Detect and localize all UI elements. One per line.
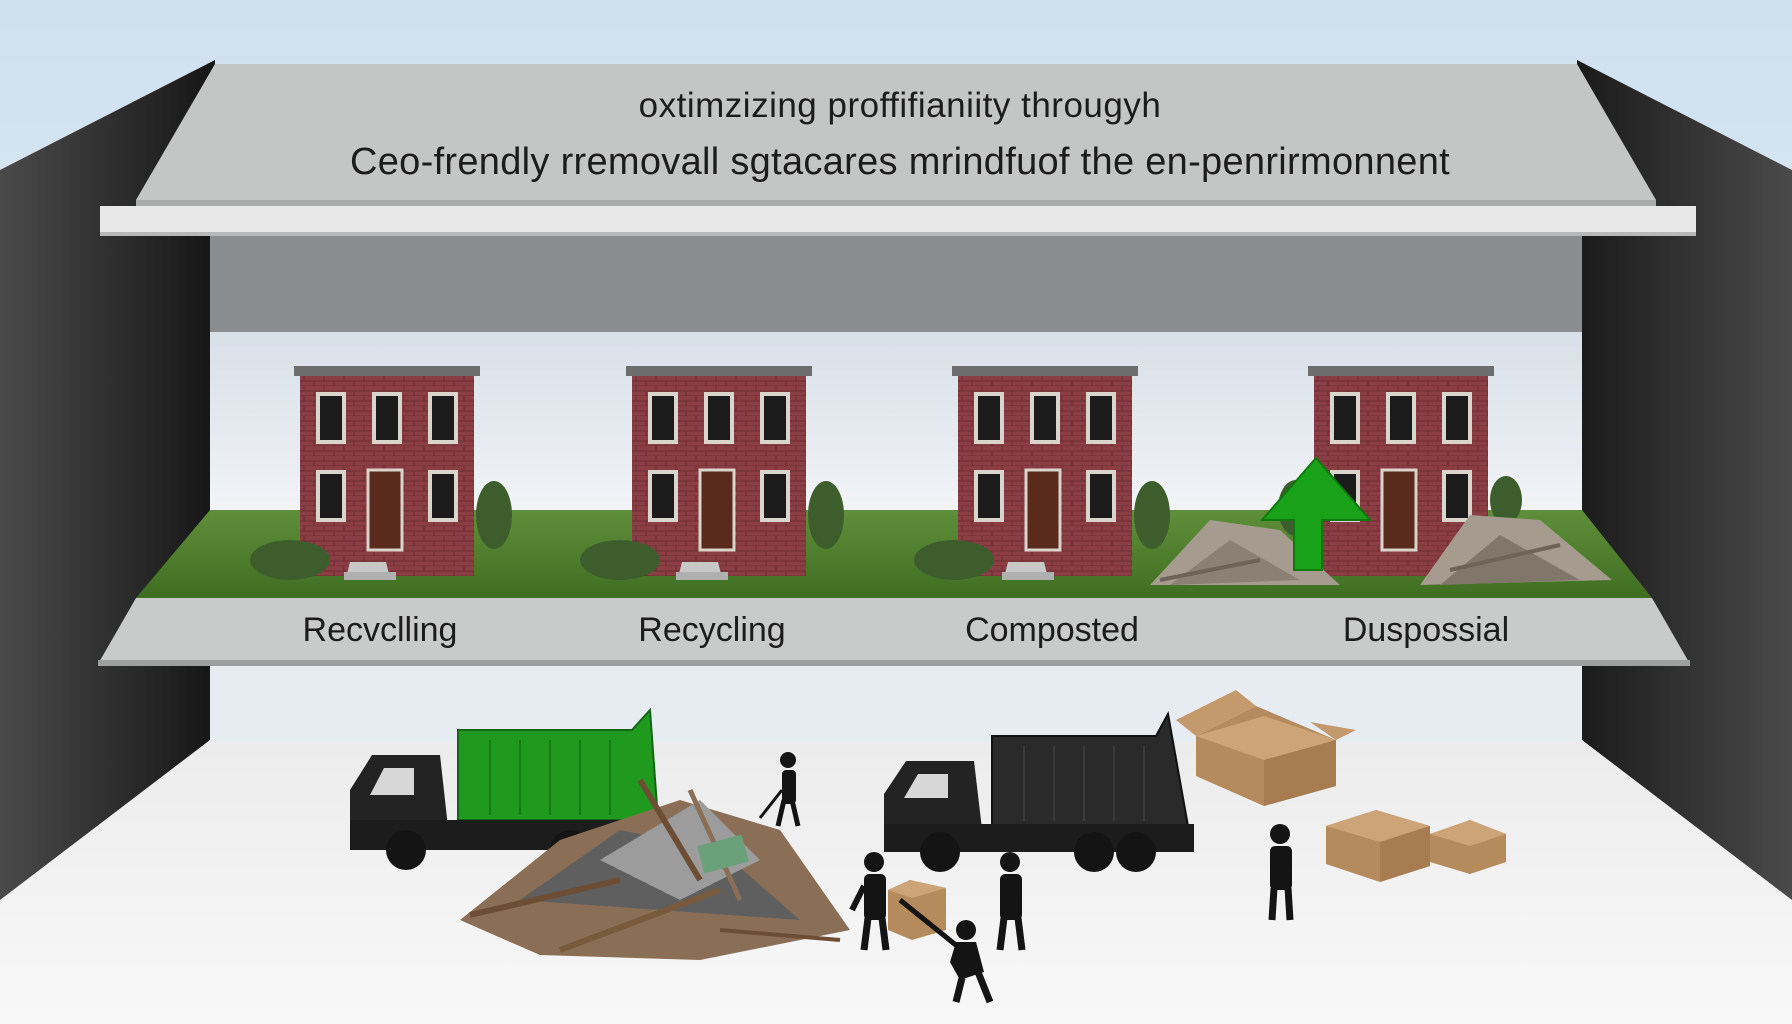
banner-title-line-2: Ceo-frendly rremovall sgtacares mrindfuo…: [350, 141, 1450, 183]
debris-pile-icon: [1150, 515, 1612, 585]
worker-icon: [1268, 824, 1294, 921]
floor: [0, 740, 1792, 1024]
dump-truck-icon: [884, 711, 1194, 872]
worker-icon: [758, 752, 801, 827]
roof-ledge: [100, 206, 1696, 236]
stage-label-2: Recycling: [638, 611, 786, 649]
house-icon: [294, 366, 480, 580]
banner-title: oxtimzizing proffifianiity througyh Ceo-…: [150, 88, 1650, 181]
label-shelf: [98, 598, 1690, 664]
up-arrow-icon: [1259, 456, 1373, 571]
stage-label-1: Recvclling: [302, 611, 458, 649]
cardboard-box-icon: [1430, 820, 1506, 874]
debris-pile-icon: [460, 778, 850, 960]
cardboard-box-icon: [1326, 810, 1430, 882]
house-icon: [626, 366, 812, 580]
house-icon: [952, 366, 1138, 580]
worker-icon: [996, 852, 1026, 951]
stage-label-3: Composted: [965, 611, 1139, 649]
worker-icon: [849, 852, 890, 951]
cardboard-box-icon: [1176, 690, 1356, 806]
ceiling-band: [210, 232, 1582, 332]
banner-title-line-1: oxtimzizing proffifianiity througyh: [638, 86, 1162, 125]
worker-icon: [898, 898, 994, 1004]
stage-label-4: Duspossial: [1342, 611, 1510, 649]
